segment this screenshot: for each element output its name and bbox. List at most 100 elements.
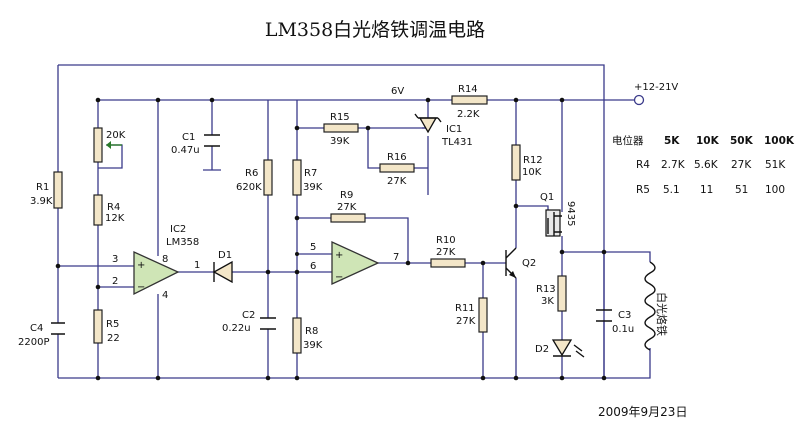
R12-value: 10K	[522, 167, 542, 178]
table-header-2: 10K	[696, 135, 720, 147]
IC2-minus-sign: −	[137, 282, 145, 293]
C3-name: C3	[618, 310, 631, 321]
R13-name: R13	[536, 284, 556, 295]
C3-value: 0.1u	[612, 324, 634, 335]
transistor-Q2: Q2	[505, 247, 536, 279]
opamp-IC2-B: + − 5 6 7	[310, 240, 399, 286]
table-header-1: 5K	[664, 135, 680, 147]
resistor-R16: R16 27K	[379, 152, 415, 187]
resistor-R1: R1 3.9K	[30, 171, 63, 209]
R14-value: 2.2K	[457, 109, 480, 120]
table-row-1-col-3: 51	[735, 184, 748, 196]
table-row-1-col-2: 11	[700, 184, 713, 196]
table-row-0-col-0: R4	[636, 159, 650, 171]
IC2-pin3: 3	[112, 254, 118, 265]
table-row-0-col-2: 5.6K	[694, 159, 719, 171]
IC2-pin4: 4	[162, 290, 168, 301]
R5-name: R5	[106, 319, 119, 330]
resistor-R14: R14 2.2K	[451, 84, 488, 120]
R8-value: 39K	[303, 340, 323, 351]
R8-name: R8	[305, 326, 318, 337]
table-header-0: 电位器	[612, 134, 644, 147]
IC2-pin1: 1	[194, 260, 200, 271]
R4-name: R4	[107, 202, 120, 213]
resistor-R9: R9 27K	[330, 190, 366, 223]
R1-name: R1	[36, 182, 49, 193]
R15-value: 39K	[330, 136, 350, 147]
diode-D1: D1	[212, 250, 233, 284]
resistor-R10: R10 27K	[430, 235, 466, 268]
R15-name: R15	[330, 112, 350, 123]
D2-name: D2	[535, 344, 549, 355]
Q1-value: 9435	[565, 201, 576, 226]
C4-value: 2200P	[18, 337, 49, 348]
opB-plus-sign: +	[335, 250, 343, 261]
table-row-0-col-3: 27K	[731, 159, 752, 171]
R16-value: 27K	[387, 176, 407, 187]
capacitor-C4: C4 2200P	[18, 322, 65, 348]
heater-element: 白光烙铁	[644, 261, 669, 351]
led-D2: D2	[535, 339, 585, 358]
rail-6v-label: 6V	[391, 86, 404, 97]
IC2-name: IC2	[170, 224, 186, 235]
potentiometer-20K: 20K	[93, 127, 126, 163]
capacitor-C3: C3 0.1u	[596, 309, 634, 335]
IC2-value: LM358	[166, 237, 199, 248]
opamp-IC2: + − IC2 LM358 3 2 1 8 4	[112, 224, 200, 301]
R7-value: 39K	[303, 182, 323, 193]
schematic-title: LM358白光烙铁调温电路	[265, 19, 485, 41]
D1-name: D1	[218, 250, 232, 261]
IC1-name: IC1	[446, 124, 462, 135]
pot-value: 20K	[106, 130, 126, 141]
heater-label: 白光烙铁	[655, 292, 669, 336]
R11-name: R11	[455, 303, 475, 314]
table-header-3: 50K	[730, 135, 754, 147]
R12-name: R12	[523, 155, 543, 166]
R10-name: R10	[436, 235, 456, 246]
R7-name: R7	[304, 168, 317, 179]
resistor-R8: R8 39K	[292, 317, 323, 354]
R13-value: 3K	[541, 296, 554, 307]
IC2-pin8: 8	[162, 254, 168, 265]
C1-value: 0.47u	[171, 145, 200, 156]
capacitor-C1: C1 0.47u	[171, 132, 220, 156]
junction-dots	[55, 97, 607, 381]
mosfet-Q1: Q1 9435	[540, 192, 576, 237]
opB-pin6: 6	[310, 261, 316, 272]
resistor-R15: R15 39K	[323, 112, 359, 147]
Q2-name: Q2	[522, 258, 536, 269]
R6-value: 620K	[236, 182, 262, 193]
table-row-1-col-1: 5.1	[663, 184, 680, 196]
supply-terminal: +12-21V 6V	[391, 82, 678, 106]
C2-value: 0.22u	[222, 323, 251, 334]
C1-name: C1	[182, 132, 195, 143]
table-header-4: 100K	[764, 135, 795, 147]
table-row-1-col-4: 100	[765, 184, 785, 196]
table-row-0-col-4: 51K	[765, 159, 786, 171]
resistor-R4: R4 12K	[93, 194, 125, 226]
IC2-plus-sign: +	[137, 260, 145, 271]
R6-name: R6	[245, 168, 258, 179]
opB-pin5: 5	[310, 242, 316, 253]
R5-value: 22	[107, 333, 120, 344]
resistor-R13: R13 3K	[536, 275, 567, 312]
resistor-R6: R6 620K	[236, 159, 273, 196]
R11-value: 27K	[456, 316, 476, 327]
R1-value: 3.9K	[30, 196, 53, 207]
Q1-name: Q1	[540, 192, 554, 203]
R9-name: R9	[340, 190, 353, 201]
resistor-R7: R7 39K	[292, 159, 323, 196]
R10-value: 27K	[436, 247, 456, 258]
regulator-IC1-TL431: IC1 TL431	[414, 113, 473, 148]
R9-value: 27K	[337, 202, 357, 213]
R4-value: 12K	[105, 213, 125, 224]
capacitor-C2: C2 0.22u	[222, 310, 276, 334]
supply-voltage-label: +12-21V	[634, 82, 678, 93]
R16-name: R16	[387, 152, 407, 163]
R14-name: R14	[458, 84, 478, 95]
opB-minus-sign: −	[335, 272, 343, 283]
table-row-1-col-0: R5	[636, 184, 650, 196]
opB-pin7: 7	[393, 252, 399, 263]
resistor-R5: R5 22	[93, 309, 120, 344]
